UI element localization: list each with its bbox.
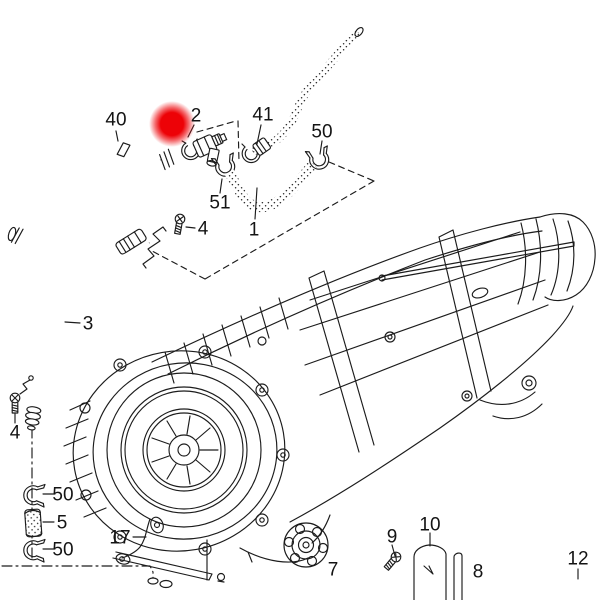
bracket-17-drawing bbox=[112, 516, 213, 581]
cover-10-drawing bbox=[413, 544, 463, 600]
clamp-50-lower-left-drawing bbox=[22, 537, 47, 563]
callout-1[interactable]: 1 bbox=[249, 220, 260, 241]
transmission-drawing bbox=[63, 212, 596, 589]
clamp-50-upper-left-drawing bbox=[22, 482, 47, 508]
bolt-4-left-drawing bbox=[9, 392, 21, 414]
bottom-edge-parts bbox=[147, 572, 226, 589]
callouts: 40 2 41 50 51 1 4 3 4 50 5 50 17 7 9 10 … bbox=[10, 105, 589, 583]
bell-housing bbox=[63, 345, 290, 556]
case-contours bbox=[299, 231, 549, 396]
tail-cap bbox=[539, 212, 596, 302]
pipe-axis-line bbox=[1, 427, 154, 579]
highlight-dot[interactable] bbox=[149, 101, 195, 147]
callout-4-left[interactable]: 4 bbox=[10, 423, 21, 444]
pipe-3-drawing bbox=[24, 241, 150, 431]
callout-12[interactable]: 12 bbox=[567, 549, 588, 570]
bell-housing-bolt-ears bbox=[79, 345, 290, 556]
case-flange-rear bbox=[438, 229, 492, 399]
callout-40[interactable]: 40 bbox=[105, 110, 126, 131]
callout-2[interactable]: 2 bbox=[191, 106, 202, 127]
connector-2-drawing bbox=[178, 132, 228, 167]
callout-8[interactable]: 8 bbox=[473, 562, 484, 583]
hose-assembly bbox=[7, 26, 364, 563]
construction-lines bbox=[1, 120, 375, 579]
callout-51[interactable]: 51 bbox=[209, 193, 230, 214]
callout-50-top[interactable]: 50 bbox=[311, 122, 332, 143]
callout-50-lower-left[interactable]: 50 bbox=[52, 540, 73, 561]
hose-41-drawing bbox=[241, 26, 364, 164]
callout-5[interactable]: 5 bbox=[57, 513, 68, 534]
elbow-fitting-drawing bbox=[115, 226, 167, 269]
hose-1-drawing bbox=[224, 160, 317, 213]
tail-collar bbox=[517, 218, 542, 305]
retainer-clip-drawing bbox=[19, 379, 31, 395]
selector-rod bbox=[381, 241, 575, 281]
oil-pan-edge bbox=[239, 547, 309, 563]
callout-7[interactable]: 7 bbox=[328, 560, 339, 581]
callout-50-upper-left[interactable]: 50 bbox=[52, 485, 73, 506]
bolt-4-upper-drawing bbox=[172, 212, 187, 236]
housing-ribs bbox=[63, 400, 107, 518]
hose-5-drawing bbox=[24, 508, 43, 538]
bolt-9-drawing bbox=[382, 549, 404, 573]
case-flange-front bbox=[308, 270, 375, 453]
torque-converter-spokes bbox=[151, 415, 219, 485]
callout-17[interactable]: 17 bbox=[109, 528, 130, 549]
case-ribs bbox=[164, 297, 289, 384]
callout-4-upper[interactable]: 4 bbox=[198, 219, 209, 240]
callout-41[interactable]: 41 bbox=[252, 105, 273, 126]
gear-case bbox=[151, 212, 596, 563]
callout-3[interactable]: 3 bbox=[83, 314, 94, 335]
callout-9[interactable]: 9 bbox=[387, 527, 398, 548]
output-flange bbox=[283, 514, 331, 568]
callout-10[interactable]: 10 bbox=[419, 515, 440, 536]
hose-40-drawing bbox=[7, 137, 175, 245]
